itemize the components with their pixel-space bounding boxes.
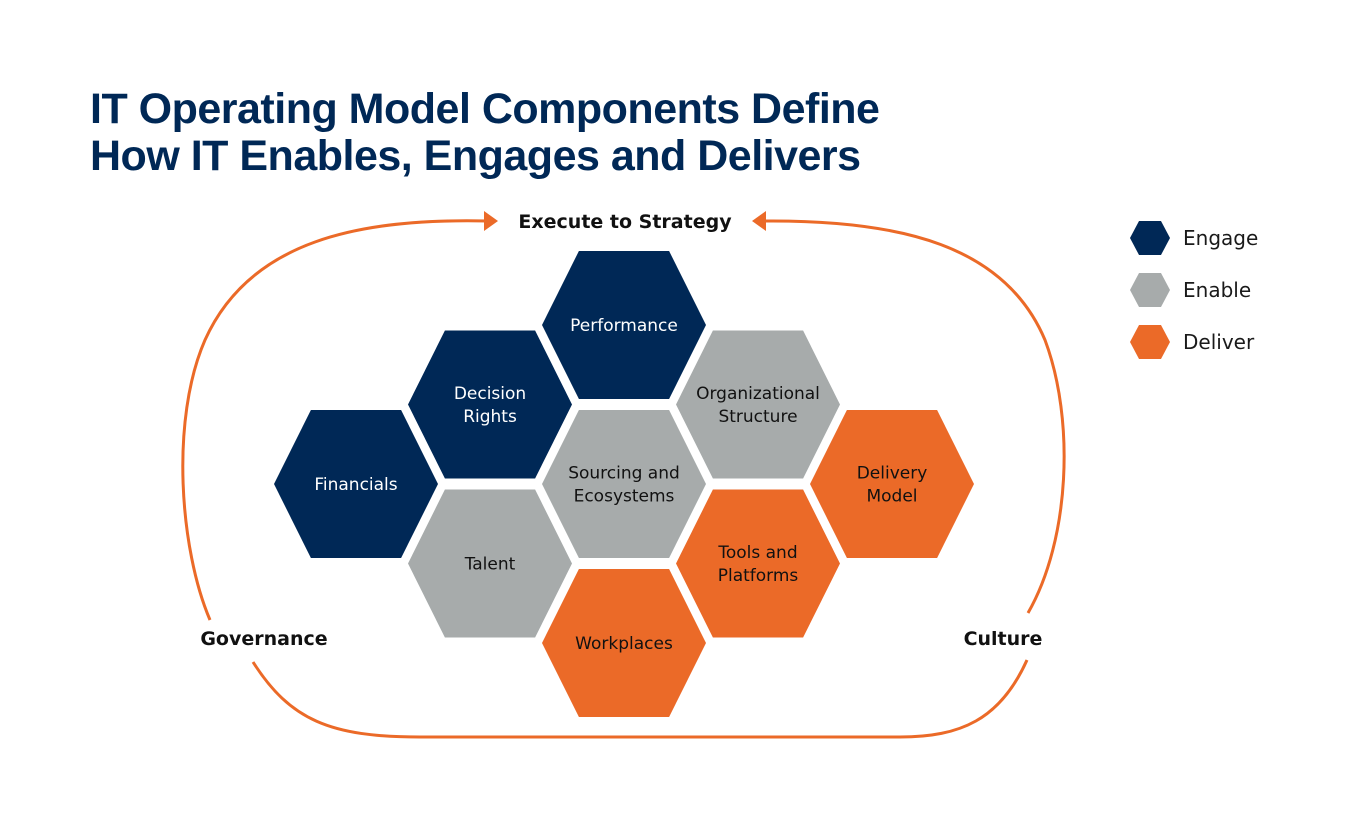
legend-item-engage: Engage bbox=[1130, 221, 1258, 255]
hex-shape-enable bbox=[676, 330, 840, 479]
hex-label-line: Talent bbox=[464, 555, 516, 575]
hex-label-line: Decision bbox=[454, 384, 526, 404]
hex-shape-engage bbox=[408, 330, 572, 479]
hex-label: Talent bbox=[464, 555, 516, 575]
hex-label-line: Tools and bbox=[717, 543, 797, 563]
hex-label: Workplaces bbox=[575, 634, 673, 654]
loop-label-top: Execute to Strategy bbox=[518, 211, 732, 233]
hex-financials: Financials bbox=[274, 410, 438, 558]
hex-shape-deliver bbox=[810, 410, 974, 558]
hex-label-line: Organizational bbox=[696, 384, 820, 404]
hex-label-line: Workplaces bbox=[575, 634, 673, 654]
hex-label-line: Ecosystems bbox=[574, 487, 675, 507]
legend-label: Deliver bbox=[1183, 330, 1255, 354]
hex-label: Performance bbox=[570, 316, 678, 336]
hex-workplaces: Workplaces bbox=[542, 569, 706, 717]
legend-hex-icon bbox=[1130, 221, 1170, 255]
legend-item-deliver: Deliver bbox=[1130, 325, 1255, 359]
hex-label-line: Rights bbox=[463, 407, 517, 427]
loop-label-culture: Culture bbox=[964, 628, 1043, 650]
hex-shape-deliver bbox=[542, 569, 706, 717]
loop-right-arc bbox=[764, 219, 1066, 614]
loop-left-lower-arc bbox=[251, 659, 1029, 739]
page-title: IT Operating Model Components Define How… bbox=[90, 85, 880, 180]
legend-label: Enable bbox=[1183, 278, 1251, 302]
hex-talent: Talent bbox=[408, 489, 572, 638]
hex-shape-enable bbox=[542, 410, 706, 558]
hex-label-line: Model bbox=[866, 487, 917, 507]
hex-performance: Performance bbox=[542, 251, 706, 399]
hex-label-line: Structure bbox=[718, 407, 797, 427]
legend-hex-icon bbox=[1130, 273, 1170, 307]
hex-shape-enable bbox=[408, 489, 572, 638]
hex-shape-engage bbox=[274, 410, 438, 558]
hex-label-line: Platforms bbox=[718, 566, 799, 586]
hex-label-line: Performance bbox=[570, 316, 678, 336]
title-line-2: How IT Enables, Engages and Delivers bbox=[90, 132, 861, 180]
title-line-1: IT Operating Model Components Define bbox=[90, 85, 880, 133]
legend-hex-icon bbox=[1130, 325, 1170, 359]
legend-label: Engage bbox=[1183, 226, 1258, 250]
arrowhead-right-icon bbox=[484, 211, 498, 231]
hex-shape-engage bbox=[542, 251, 706, 399]
hex-shape-deliver bbox=[676, 489, 840, 638]
arrowhead-left-icon bbox=[752, 211, 766, 231]
loop-label-governance: Governance bbox=[200, 628, 327, 650]
hex-label-line: Sourcing and bbox=[568, 464, 680, 484]
loop-left-arc bbox=[181, 219, 489, 621]
hex-label: Financials bbox=[314, 475, 397, 495]
strategy-loop: Execute to Strategy Governance Culture bbox=[181, 211, 1066, 739]
hex-label-line: Delivery bbox=[857, 464, 928, 484]
hex-label-line: Financials bbox=[314, 475, 397, 495]
legend-item-enable: Enable bbox=[1130, 273, 1251, 307]
